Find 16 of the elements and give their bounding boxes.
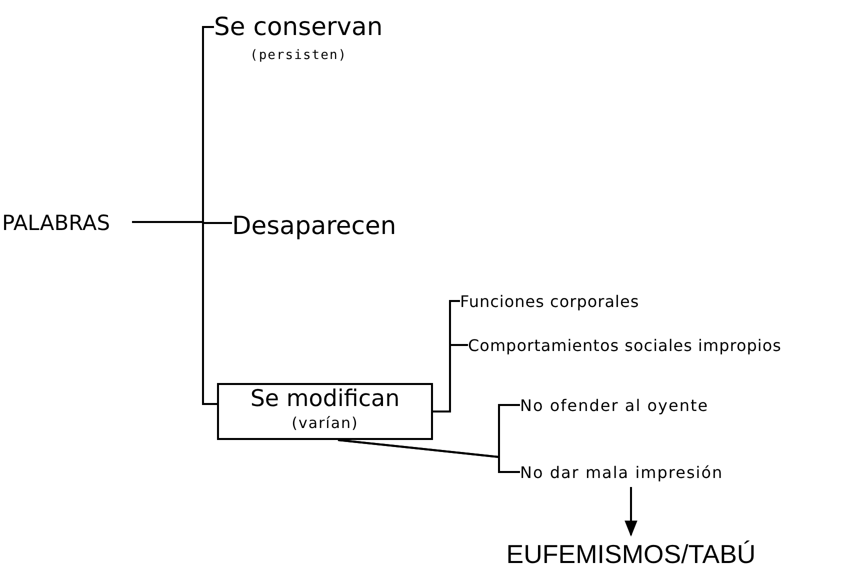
node-label: Comportamientos sociales impropios [468, 334, 858, 356]
node-label: EUFEMISMOS/TABÚ [500, 535, 762, 571]
node-sublabel: (persisten) [249, 46, 348, 64]
node-label: No ofender al oyente [520, 394, 740, 416]
process-box [217, 383, 433, 440]
node-label: Funciones corporales [460, 290, 700, 312]
node-sublabel: (varían) [292, 413, 358, 433]
arrow [624, 487, 638, 537]
node-label: PALABRAS [2, 208, 132, 236]
connector-line [433, 344, 468, 412]
connector-line [338, 439, 520, 473]
node-label: No dar mala impresión [520, 461, 740, 483]
connector-line [132, 221, 217, 405]
node-label: Desaparecen [232, 207, 417, 239]
node-label: Se modifican [250, 385, 400, 413]
node-label: Se conservan [214, 11, 384, 43]
